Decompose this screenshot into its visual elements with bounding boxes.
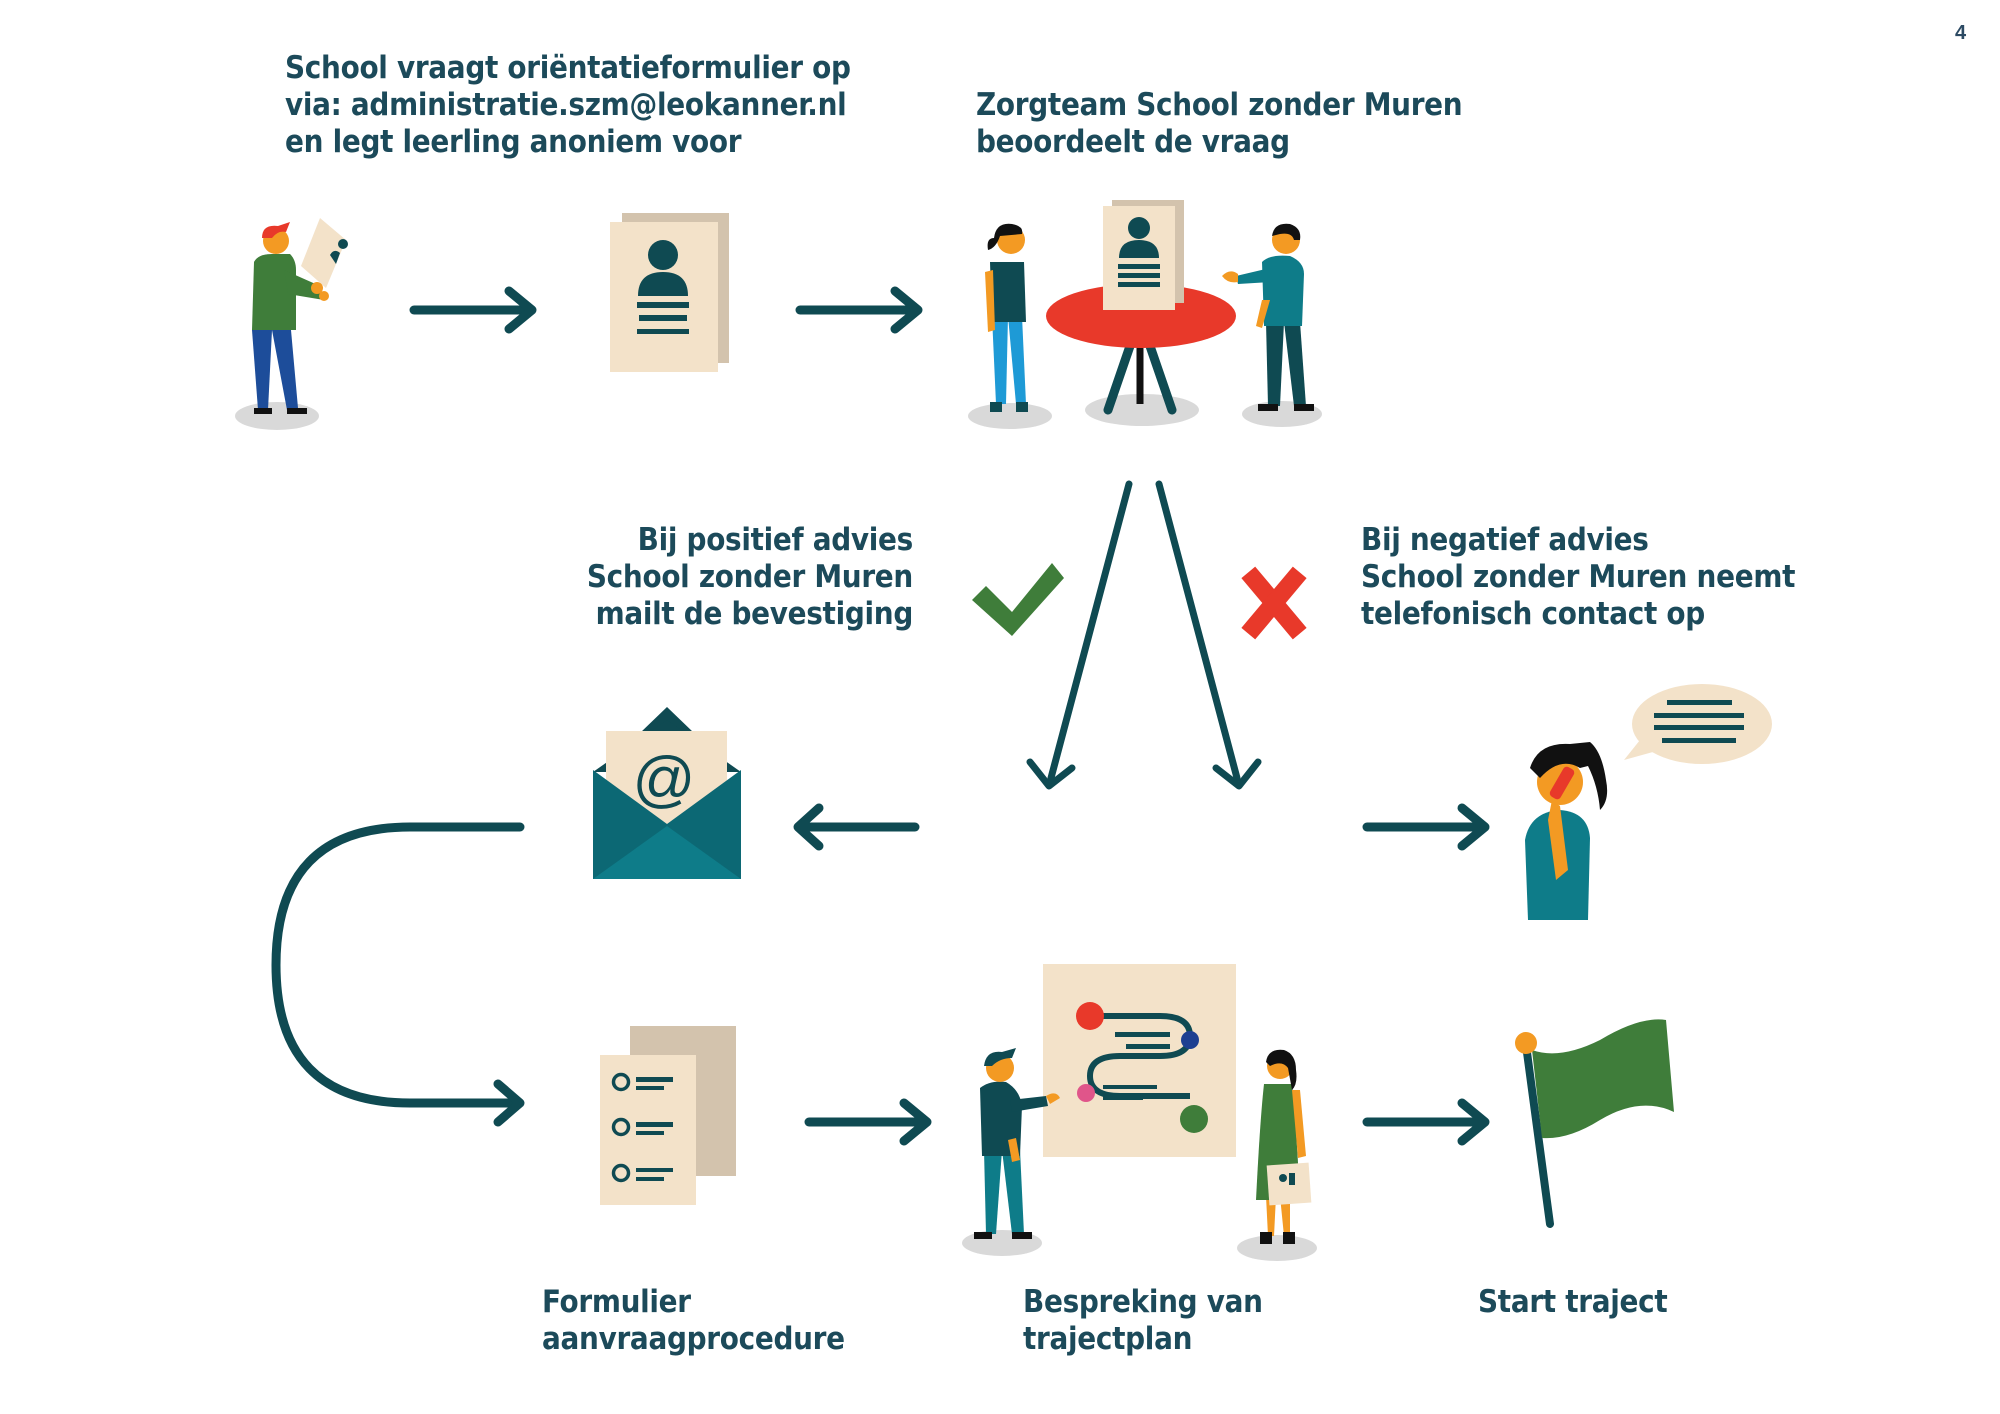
text-line: School zonder Muren: [586, 559, 913, 595]
step-form-label: Formulier aanvraagprocedure: [542, 1284, 845, 1358]
green-flag-icon: [1515, 1019, 1674, 1228]
text-line: telefonisch contact op: [1361, 596, 1705, 632]
negative-advice-text: Bij negatief advies School zonder Muren …: [1361, 522, 1795, 633]
step-request-text: School vraagt oriëntatieformulier op via…: [285, 50, 851, 161]
arrow-right: [809, 1103, 927, 1141]
text-line: mailt de bevestiging: [595, 596, 914, 632]
arrow-right: [1367, 808, 1485, 846]
person-holding-document-icon: [235, 218, 348, 430]
text-line: Bij positief advies: [637, 522, 914, 558]
email-envelope-at-icon: @: [593, 707, 741, 879]
team-meeting-at-table-icon: [968, 200, 1322, 429]
split-arrows: [1026, 480, 1262, 790]
checklist-form-icon: [600, 1026, 736, 1205]
svg-text:@: @: [633, 745, 696, 814]
arrow-right: [1367, 1103, 1485, 1141]
text-line: en legt leerling anoniem voor: [285, 124, 742, 160]
cross-mark-icon: [1241, 566, 1307, 640]
text-line: School zonder Muren neemt: [1361, 559, 1796, 595]
step-plan-label: Bespreking van trajectplan: [1023, 1284, 1263, 1358]
text-line: beoordeelt de vraag: [976, 124, 1290, 160]
trajectory-plan-board-icon: [962, 964, 1317, 1261]
text-line: via: administratie.szm@leokanner.nl: [285, 87, 847, 123]
text-line: Bij negatief advies: [1361, 522, 1649, 558]
step-start-label: Start traject: [1478, 1284, 1668, 1321]
text-line: Zorgteam School zonder Muren: [976, 87, 1463, 123]
text-line: Start traject: [1478, 1284, 1668, 1320]
checkmark-icon: [972, 563, 1064, 636]
step-assessment-text: Zorgteam School zonder Muren beoordeelt …: [976, 87, 1463, 161]
profile-document-icon: [610, 213, 729, 372]
curved-connector-arrow: [271, 822, 525, 1127]
text-line: Bespreking van: [1023, 1284, 1263, 1320]
text-line: aanvraagprocedure: [542, 1321, 845, 1357]
arrow-right: [800, 291, 918, 329]
text-line: School vraagt oriëntatieformulier op: [285, 50, 851, 86]
positive-advice-text: Bij positief advies School zonder Muren …: [587, 522, 913, 633]
text-line: Formulier: [542, 1284, 691, 1320]
page-number: 4: [1955, 22, 1967, 44]
woman-on-phone-speech-bubble-icon: [1525, 684, 1772, 920]
arrow-right: [414, 291, 532, 329]
text-line: trajectplan: [1023, 1321, 1193, 1357]
arrow-left: [793, 803, 920, 851]
